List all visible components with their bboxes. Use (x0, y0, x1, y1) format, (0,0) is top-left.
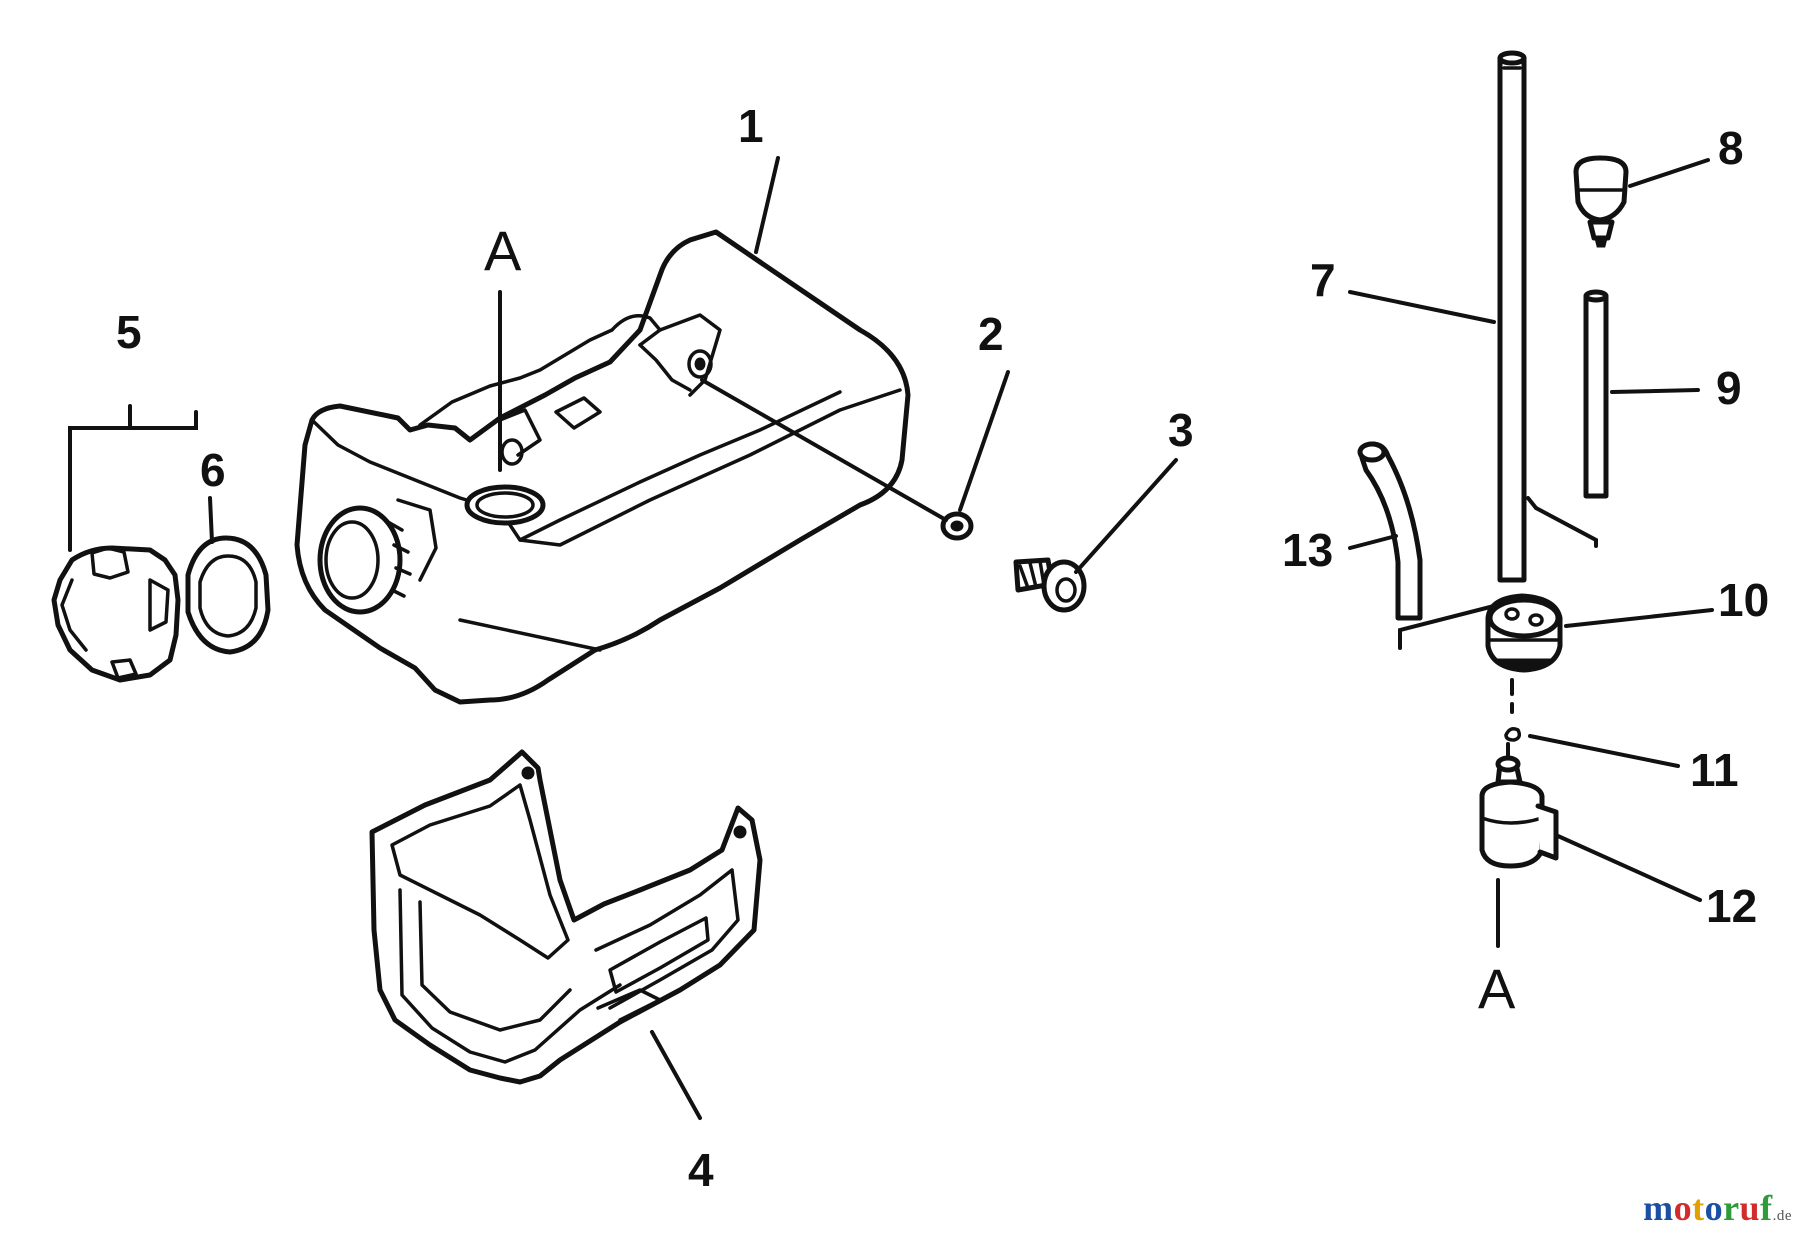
tank-guard (369, 749, 763, 1085)
leader-9 (1610, 388, 1700, 394)
callout-2: 2 (978, 308, 1004, 360)
leader-8 (1628, 158, 1710, 188)
wm-suffix: .de (1772, 1208, 1792, 1224)
leader-9b (1534, 506, 1598, 548)
fuel-filter (1479, 755, 1559, 869)
leader-6 (208, 496, 214, 544)
curved-hose (1357, 441, 1423, 621)
leader-13 (1348, 534, 1398, 550)
callout-5: 5 (116, 306, 142, 358)
callout-1: 1 (738, 100, 764, 152)
callout-a-bottom: A (1478, 957, 1516, 1020)
wm-letter: u (1739, 1188, 1761, 1228)
gasket (185, 535, 271, 655)
wm-letter: r (1723, 1188, 1740, 1228)
callout-6: 6 (200, 444, 226, 496)
callout-12: 12 (1706, 880, 1757, 932)
wm-letter: o (1704, 1188, 1724, 1228)
screw (1013, 557, 1087, 613)
wm-letter: f (1760, 1188, 1773, 1228)
leader-4 (650, 1030, 702, 1120)
leader-9c (1526, 496, 1538, 510)
callout-7: 7 (1310, 254, 1336, 306)
grommet (1485, 593, 1563, 673)
wm-letter: o (1673, 1188, 1693, 1228)
vent-valve (1573, 155, 1629, 248)
leader-12 (1556, 834, 1702, 902)
watermark-logo: motoruf.de (1643, 1187, 1792, 1229)
callout-4: 4 (688, 1144, 714, 1196)
fuel-cap (51, 545, 181, 683)
washer (940, 511, 974, 541)
leader-5 (68, 410, 198, 552)
wm-letter: m (1643, 1188, 1674, 1228)
callouts: 1 2 3 4 5 6 7 8 9 10 11 12 13 A A (116, 100, 1769, 1196)
hose-clip (1504, 727, 1522, 742)
callout-9: 9 (1716, 362, 1742, 414)
leader-3 (1074, 458, 1178, 574)
callout-11: 11 (1690, 744, 1739, 796)
leader-1b (700, 378, 948, 522)
leader-lines (68, 156, 1714, 1120)
leader-10 (1564, 608, 1714, 628)
fuel-line (1497, 50, 1527, 583)
wm-letter: t (1692, 1188, 1705, 1228)
leader-2 (958, 370, 1010, 512)
leader-11 (1528, 734, 1680, 768)
leader-13b (1398, 604, 1496, 650)
vent-tube (1583, 289, 1609, 499)
callout-10: 10 (1718, 574, 1769, 626)
callout-a-top: A (484, 219, 522, 282)
leader-1 (754, 156, 780, 254)
callout-13: 13 (1282, 524, 1333, 576)
fuel-tank (294, 229, 911, 705)
callout-8: 8 (1718, 122, 1744, 174)
callout-3: 3 (1168, 404, 1194, 456)
leader-7 (1348, 290, 1496, 324)
